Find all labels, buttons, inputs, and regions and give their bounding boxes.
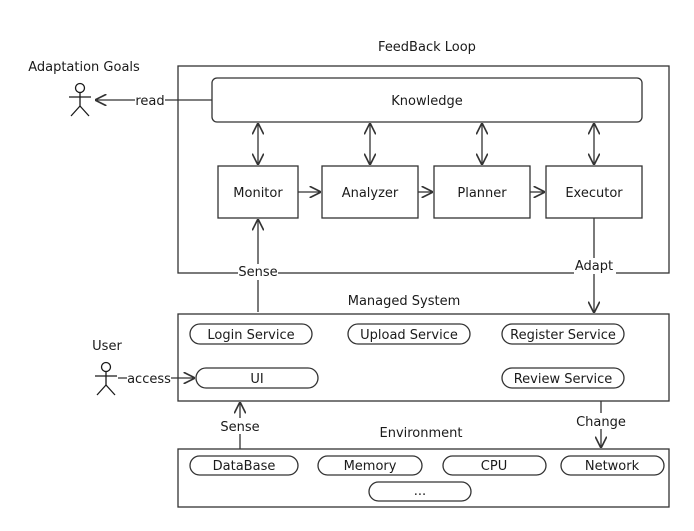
ui-pill[interactable] xyxy=(195,367,319,389)
access-label-bg xyxy=(127,370,171,386)
environment-title: Environment xyxy=(379,426,462,441)
adaptation-goals-label: Adaptation Goals xyxy=(28,60,140,75)
memory-pill[interactable] xyxy=(317,455,423,476)
sense-to-monitor-label: Sense xyxy=(238,265,277,280)
user-label: User xyxy=(92,339,122,354)
database-pill[interactable] xyxy=(189,455,299,476)
adapt-label-bg xyxy=(574,258,616,274)
register-service-pill[interactable] xyxy=(501,323,625,345)
sense-env-label-bg xyxy=(218,418,262,434)
feedback-loop-title: FeedBack Loop xyxy=(378,40,476,55)
review-service-label: Review Service xyxy=(514,372,613,387)
network-label: Network xyxy=(585,459,640,474)
managed-system-title: Managed System xyxy=(348,294,461,309)
review-service-pill[interactable] xyxy=(501,367,625,389)
knowledge-label: Knowledge xyxy=(391,94,462,109)
sense-to-managed-label: Sense xyxy=(220,420,259,435)
access-edge-label: access xyxy=(127,372,171,387)
read-label-bg xyxy=(135,92,165,108)
ui-label: UI xyxy=(250,372,263,387)
read-edge-label: read xyxy=(135,94,164,109)
network-pill[interactable] xyxy=(560,455,665,476)
register-service-label: Register Service xyxy=(510,328,616,343)
upload-service-label: Upload Service xyxy=(360,328,458,343)
user-actor-icon xyxy=(95,361,117,396)
adaptation-goals-actor-icon xyxy=(69,82,91,117)
more-pill[interactable] xyxy=(368,481,472,502)
planner-label: Planner xyxy=(457,186,507,201)
database-label: DataBase xyxy=(213,459,276,474)
sense-label-bg xyxy=(238,264,278,280)
login-service-pill[interactable] xyxy=(189,323,313,345)
login-service-label: Login Service xyxy=(207,328,294,343)
planner-box[interactable] xyxy=(433,165,531,219)
more-label: ... xyxy=(414,484,426,499)
cpu-label: CPU xyxy=(481,459,507,474)
monitor-label: Monitor xyxy=(233,186,283,201)
upload-service-pill[interactable] xyxy=(347,323,471,345)
adapt-edge-label: Adapt xyxy=(575,259,613,274)
monitor-box[interactable] xyxy=(217,165,299,219)
executor-label: Executor xyxy=(565,186,623,201)
change-label-bg xyxy=(576,413,626,429)
analyzer-label: Analyzer xyxy=(342,186,399,201)
memory-label: Memory xyxy=(344,459,397,474)
change-edge-label: Change xyxy=(576,415,626,430)
analyzer-box[interactable] xyxy=(321,165,419,219)
cpu-pill[interactable] xyxy=(442,455,547,476)
